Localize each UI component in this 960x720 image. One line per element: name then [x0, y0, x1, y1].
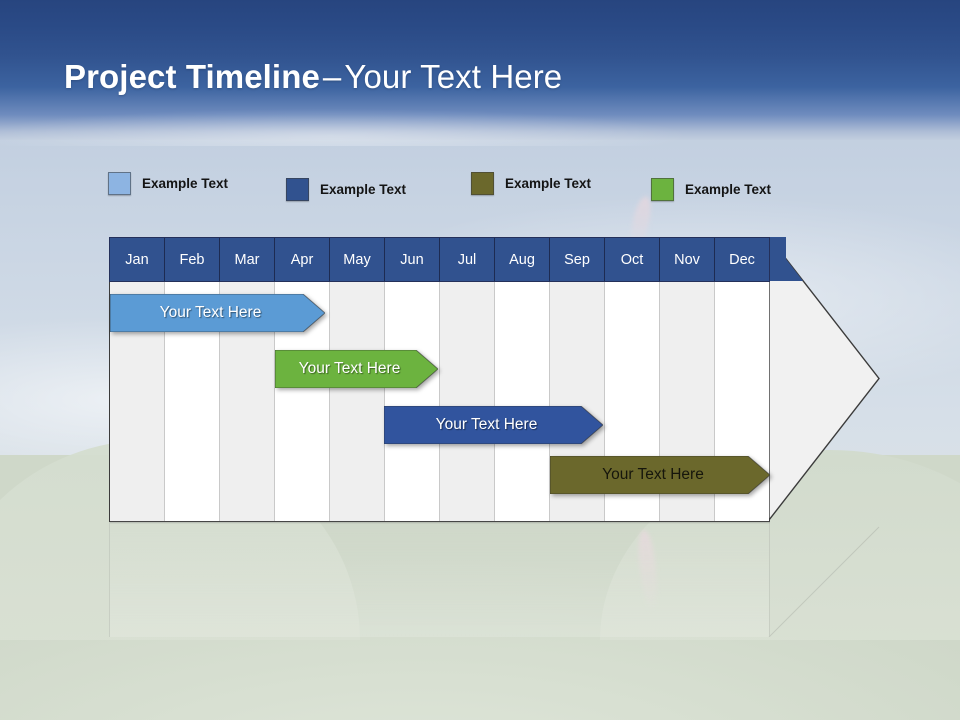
page-title: Project Timeline–Your Text Here: [64, 58, 562, 96]
month-header-mar[interactable]: Mar: [220, 238, 275, 281]
month-header-jun[interactable]: Jun: [385, 238, 440, 281]
grid-column-aug: [495, 238, 550, 521]
timeline-bar-3[interactable]: Your Text Here: [384, 406, 603, 444]
month-header-aug[interactable]: Aug: [495, 238, 550, 281]
grid-column-mar: [220, 238, 275, 521]
month-header-feb[interactable]: Feb: [165, 238, 220, 281]
header-band: [0, 0, 960, 146]
legend-item-2[interactable]: Example Text: [286, 176, 406, 202]
legend-item-label: Example Text: [505, 175, 592, 191]
grid-column-feb: [165, 238, 220, 521]
legend-swatch-icon: [651, 177, 674, 201]
legend-item-4[interactable]: Example Text: [651, 176, 771, 202]
month-header-sep[interactable]: Sep: [550, 238, 605, 281]
legend-item-label: Example Text: [320, 181, 407, 197]
month-header-jan[interactable]: Jan: [110, 238, 165, 281]
legend-swatch-icon: [286, 177, 309, 201]
grid-column-jul: [440, 238, 495, 521]
legend-item-label: Example Text: [685, 181, 772, 197]
page-title-main: Project Timeline: [64, 58, 320, 95]
legend: Example Text Example Text Example Text Exam…: [108, 168, 848, 201]
grid-column-jan: [110, 238, 165, 521]
month-header-may[interactable]: May: [330, 238, 385, 281]
timeline-arrow-tip-icon: [769, 237, 881, 522]
legend-item-3[interactable]: Example Text: [471, 170, 591, 196]
legend-swatch-icon: [471, 171, 494, 195]
month-header-apr[interactable]: Apr: [275, 238, 330, 281]
grid-column-oct: [605, 238, 660, 521]
page-title-separator: –: [322, 58, 342, 95]
month-header-jul[interactable]: Jul: [440, 238, 495, 281]
chart-baseline-shadow: [110, 521, 770, 524]
header-sheen: [0, 96, 960, 146]
legend-item-1[interactable]: Example Text: [108, 170, 228, 196]
month-header-dec[interactable]: Dec: [715, 238, 769, 281]
legend-swatch-icon: [108, 171, 131, 195]
grid-column-jun: [385, 238, 440, 521]
timeline-bar-4[interactable]: Your Text Here: [550, 456, 770, 494]
timeline-bar-2[interactable]: Your Text Here: [275, 350, 438, 388]
timeline-bar-1[interactable]: Your Text Here: [110, 294, 325, 332]
month-header-oct[interactable]: Oct: [605, 238, 660, 281]
page-title-sub: Your Text Here: [344, 58, 563, 95]
month-header-nov[interactable]: Nov: [660, 238, 715, 281]
legend-item-label: Example Text: [142, 175, 229, 191]
